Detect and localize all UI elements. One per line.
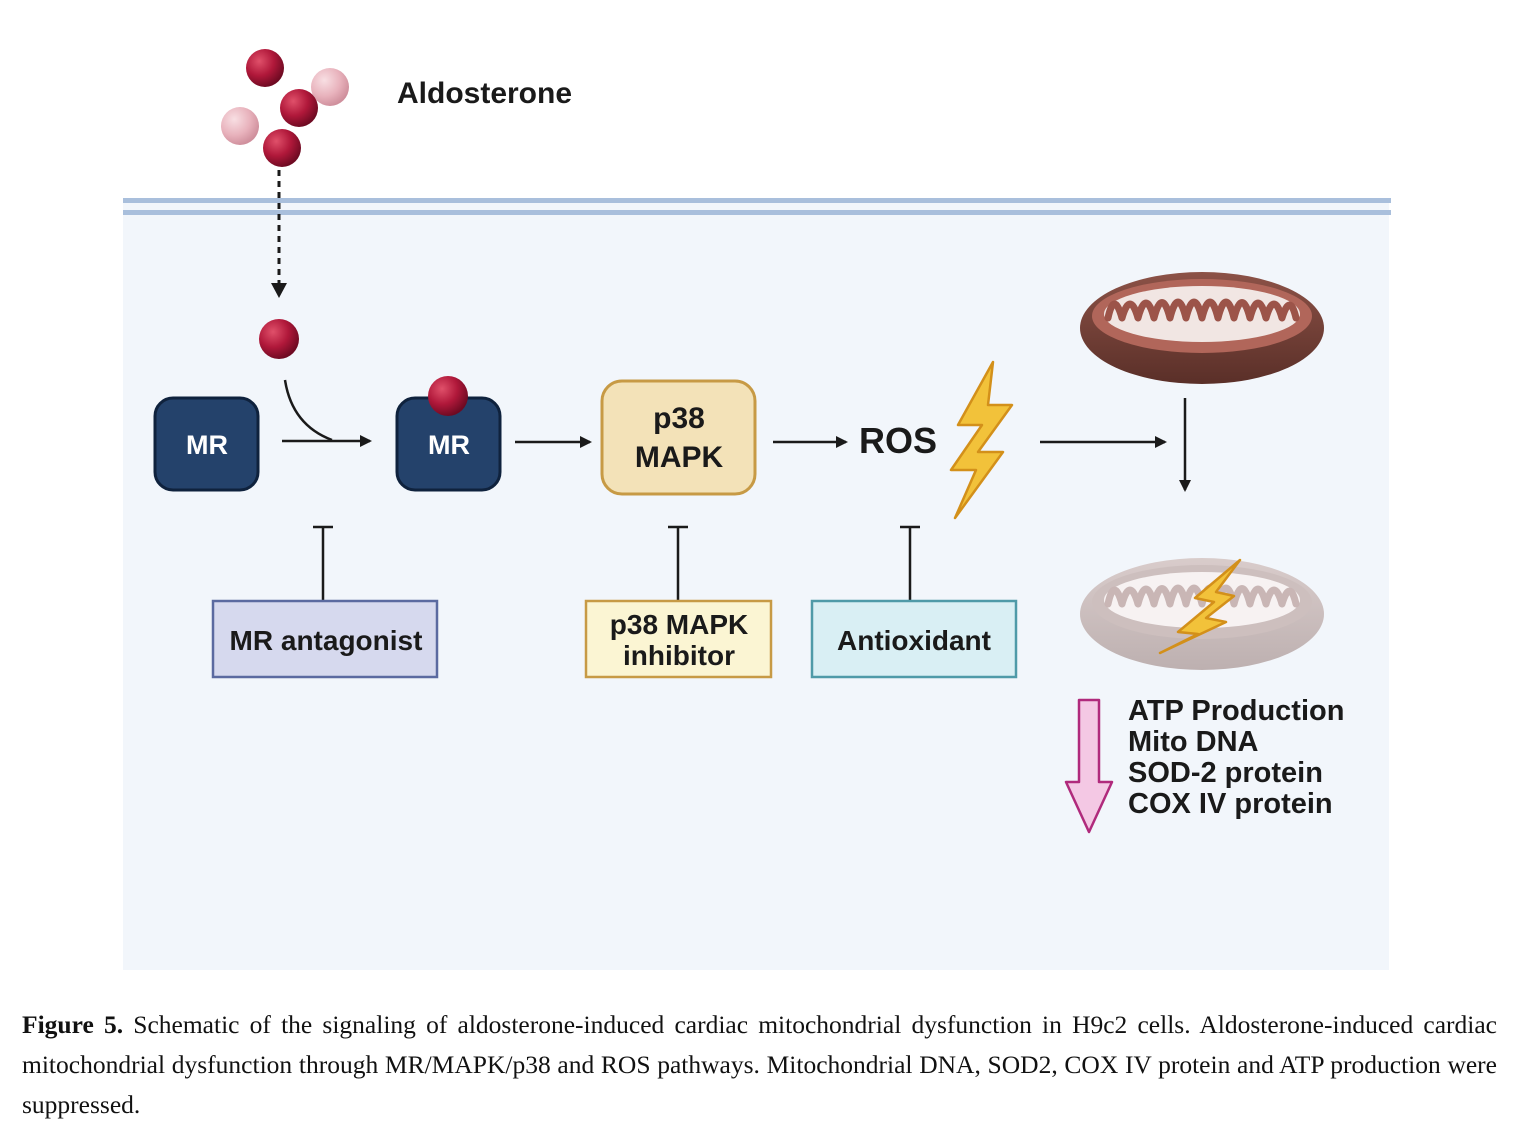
aldosterone-molecule-bound — [428, 376, 468, 416]
decrease-arrow-icon — [1064, 698, 1114, 834]
p38-inhibitor-label-line2: inhibitor — [623, 640, 735, 671]
aldosterone-label: Aldosterone — [397, 77, 572, 110]
binding-arrow — [282, 379, 372, 447]
ros-lightning-icon — [949, 360, 1014, 520]
mr-receptor-label: MR — [186, 430, 228, 460]
healthy-mitochondrion-icon — [1080, 272, 1324, 384]
antioxidant-inhibition — [900, 525, 920, 601]
ros-label: ROS — [859, 420, 937, 461]
antioxidant-label: Antioxidant — [837, 625, 991, 656]
outcome-list: ATP Production Mito DNA SOD-2 protein CO… — [1128, 695, 1344, 820]
outcome-item: SOD-2 protein — [1128, 757, 1323, 789]
mr-antagonist-label: MR antagonist — [230, 625, 423, 656]
ligand-entry-arrow — [271, 170, 287, 298]
p38-mapk-label-line2: MAPK — [635, 441, 724, 474]
signaling-diagram: Aldosterone MR MR p38 MAPK ROS — [123, 49, 1391, 970]
outcome-item: ATP Production — [1128, 695, 1344, 727]
mr-receptor: MR — [153, 396, 260, 492]
aldosterone-molecules — [221, 49, 349, 167]
figure-caption: Figure 5. Schematic of the signaling of … — [22, 1005, 1497, 1125]
p38-inhibitor-label-line1: p38 MAPK — [610, 609, 748, 640]
p38-mapk-label-line1: p38 — [653, 402, 705, 435]
mr-receptor-bound-label: MR — [428, 430, 470, 460]
cell-membrane — [123, 198, 1391, 215]
caption-text: Schematic of the signaling of aldosteron… — [22, 1010, 1497, 1119]
p38-inhibitor-inhibition — [668, 525, 688, 601]
mr-receptor-bound: MR — [395, 376, 502, 492]
outcome-item: COX IV protein — [1128, 788, 1333, 820]
outcome-item: Mito DNA — [1128, 726, 1259, 758]
damage-lightning-icon — [1158, 558, 1242, 655]
p38-inhibitor-box: p38 MAPK inhibitor — [584, 599, 773, 679]
antioxidant-box: Antioxidant — [810, 599, 1018, 679]
aldosterone-molecule-free — [259, 319, 299, 359]
p38-mapk-node: p38 MAPK — [600, 379, 757, 496]
caption-label: Figure 5. — [22, 1010, 124, 1039]
mr-antagonist-inhibition — [313, 525, 333, 601]
mr-antagonist-box: MR antagonist — [211, 599, 439, 679]
